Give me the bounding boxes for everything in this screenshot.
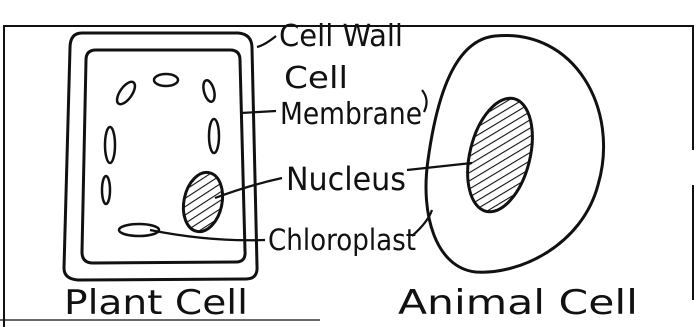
captions: Plant Cell Animal Cell [64,283,638,323]
label-cell-wall: Cell Wall [279,19,403,54]
labels: Cell Wall Cell Membrane Nucleus Chloropl… [268,19,422,257]
chloroplast [154,74,178,86]
cell-wall-pointer [257,36,276,47]
membrane-pointer [241,111,276,113]
label-cell-membrane-line2: Membrane [280,97,422,132]
chloroplast [201,79,216,103]
chloroplast [102,176,110,204]
caption-animal-cell: Animal Cell [398,283,638,323]
animal-nucleus [457,91,543,218]
animal-cell [426,35,604,272]
plant-cell-wall [64,33,257,280]
nucleus-pointer-plant [215,178,282,198]
membrane-pointer-animal [422,90,427,112]
nucleus-pointer-animal [407,163,472,170]
chloroplast [209,119,219,153]
caption-plant-cell: Plant Cell [64,283,248,323]
plant-nucleus [178,169,228,236]
label-cell-membrane-line1: Cell [284,61,348,96]
chloroplast-pointer [150,230,265,240]
label-chloroplast: Chloroplast [268,223,416,257]
label-nucleus: Nucleus [286,160,406,198]
chloroplast [114,79,139,107]
chloroplast [105,127,115,163]
plant-cell [64,33,257,280]
